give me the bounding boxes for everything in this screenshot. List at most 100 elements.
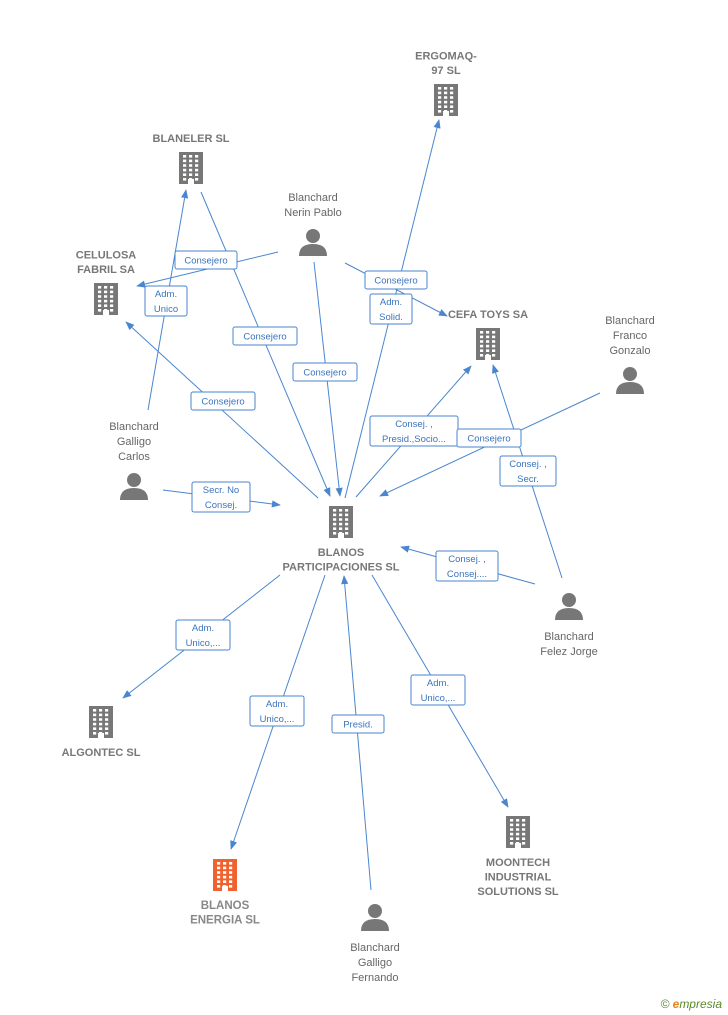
edge-label-text: Consejero <box>201 397 244 408</box>
edge-label-text: Unico,... <box>186 638 221 649</box>
building-icon <box>89 706 113 738</box>
edge-label-blanos-participaciones-to-ergomaq[interactable]: Adm. Solid. <box>369 293 413 325</box>
edge-label-box <box>435 550 499 582</box>
node-ergomaq[interactable]: ERGOMAQ- 97 SL <box>415 51 477 117</box>
edge-labels-layer: ConsejeroConsejeroConsejeroAdm.UnicoSecr… <box>144 250 557 734</box>
edge-label-blanos-participaciones-to-celulosa[interactable]: Consejero <box>190 391 256 411</box>
node-cefa-toys[interactable]: CEFA TOYS SA <box>448 309 528 360</box>
edge-label-text: Unico,... <box>260 714 295 725</box>
edge-label-text: Adm. <box>155 289 177 300</box>
edge-label-text: Solid. <box>379 312 403 323</box>
person-icon <box>361 904 389 931</box>
edge-label-text: Presid.,Socio... <box>382 434 446 445</box>
brand-name: mpresia <box>679 997 722 1011</box>
edge-label-box <box>232 326 298 346</box>
edge-label-text: Presid. <box>343 720 373 731</box>
node-label: BLANOS <box>201 900 250 912</box>
edge-label-galligo-fernando-to-blanos-participaciones[interactable]: Presid. <box>331 714 385 734</box>
edge-label-box <box>331 714 385 734</box>
edge-label-felez-jorge-to-cefa-toys[interactable]: Consej. , Secr. <box>499 455 557 487</box>
edge-label-text: Consej. , <box>509 459 547 470</box>
node-label: Carlos <box>118 451 150 463</box>
edge-label-box <box>191 481 251 513</box>
edge-label-box <box>249 695 305 727</box>
edge-label-text: Consej. <box>205 500 237 511</box>
node-label: INDUSTRIAL <box>485 872 552 884</box>
node-label: ERGOMAQ- <box>415 51 477 63</box>
edge-label-text: Consejero <box>303 368 346 379</box>
edge-label-franco-gonzalo-to-blanos-participaciones[interactable]: Consejero <box>456 428 522 448</box>
edge-label-nerin-pablo-to-blanos-participaciones[interactable]: Consejero <box>292 362 358 382</box>
edge-label-blanos-participaciones-to-blanos-energia[interactable]: Adm. Unico,... <box>249 695 305 727</box>
edge-label-box <box>174 250 238 270</box>
node-label: Franco <box>613 330 647 342</box>
edge-label-text: Adm. <box>427 678 449 689</box>
node-label: Gonzalo <box>610 345 651 357</box>
node-label: CELULOSA <box>76 250 137 262</box>
edge-label-blanos-participaciones-to-moontech[interactable]: Adm. Unico,... <box>410 674 466 706</box>
node-celulosa[interactable]: CELULOSA FABRIL SA <box>76 250 137 316</box>
node-label: Blanchard <box>605 315 655 327</box>
node-blanos-energia[interactable]: BLANOS ENERGIA SL <box>190 859 260 927</box>
building-icon <box>476 328 500 360</box>
brand-logo: ©empresia <box>661 997 722 1011</box>
node-label: BLANELER SL <box>153 133 230 145</box>
node-label: PARTICIPACIONES SL <box>283 562 400 574</box>
node-label: Blanchard <box>288 192 338 204</box>
edge-label-felez-jorge-to-blanos-participaciones[interactable]: Consej. ,Consej.... <box>435 550 499 582</box>
edge-label-box <box>175 619 231 651</box>
edge-label-nerin-pablo-to-celulosa[interactable]: Consejero <box>174 250 238 270</box>
edge-label-text: Adm. <box>380 297 402 308</box>
edge-label-text: Secr. No <box>203 485 239 496</box>
node-label: Fernando <box>351 972 398 984</box>
edge-label-text: Consejero <box>243 332 286 343</box>
edge-label-box <box>144 285 188 317</box>
node-label: MOONTECH <box>486 857 550 869</box>
person-icon <box>120 473 148 500</box>
node-label: 97 SL <box>431 65 461 77</box>
edge-label-box <box>499 455 557 487</box>
edge-label-text: Secr. <box>517 474 539 485</box>
node-algontec[interactable]: ALGONTEC SL <box>62 706 141 759</box>
node-blaneler[interactable]: BLANELER SL <box>153 133 230 184</box>
person-icon <box>616 367 644 394</box>
edge-label-box <box>410 674 466 706</box>
node-label: Blanchard <box>109 421 159 433</box>
edge-label-nerin-pablo-to-cefa-toys[interactable]: Consejero <box>364 270 428 290</box>
building-icon <box>434 84 458 116</box>
building-icon <box>329 506 353 538</box>
edge-label-text: Adm. <box>192 623 214 634</box>
edge-label-blanos-participaciones-to-algontec[interactable]: Adm. Unico,... <box>175 619 231 651</box>
node-label: Nerin Pablo <box>284 207 341 219</box>
node-label: FABRIL SA <box>77 264 135 276</box>
node-label: Galligo <box>117 436 151 448</box>
building-icon <box>506 816 530 848</box>
edge-label-text: Adm. <box>266 699 288 710</box>
node-label: ENERGIA SL <box>190 915 260 927</box>
building-icon <box>179 152 203 184</box>
edge-label-blanos-participaciones-to-cefa-toys[interactable]: Consej. ,Presid.,Socio... <box>369 415 459 447</box>
edge-label-text: Consejero <box>374 276 417 287</box>
edge-label-text: Unico,... <box>421 693 456 704</box>
edge-label-text: Consej. , <box>448 554 486 565</box>
edge-label-box <box>190 391 256 411</box>
edge-label-blaneler-to-blanos-participaciones[interactable]: Consejero <box>232 326 298 346</box>
node-label: Felez Jorge <box>540 646 597 658</box>
node-label: Blanchard <box>350 942 400 954</box>
edge-label-box <box>292 362 358 382</box>
edge-label-galligo-carlos-to-blanos-participaciones[interactable]: Secr. No Consej. <box>191 481 251 513</box>
person-icon <box>555 593 583 620</box>
building-icon <box>213 859 237 891</box>
node-label: Blanchard <box>544 631 594 643</box>
person-icon <box>299 229 327 256</box>
edge-label-galligo-carlos-to-blaneler[interactable]: Adm.Unico <box>144 285 188 317</box>
